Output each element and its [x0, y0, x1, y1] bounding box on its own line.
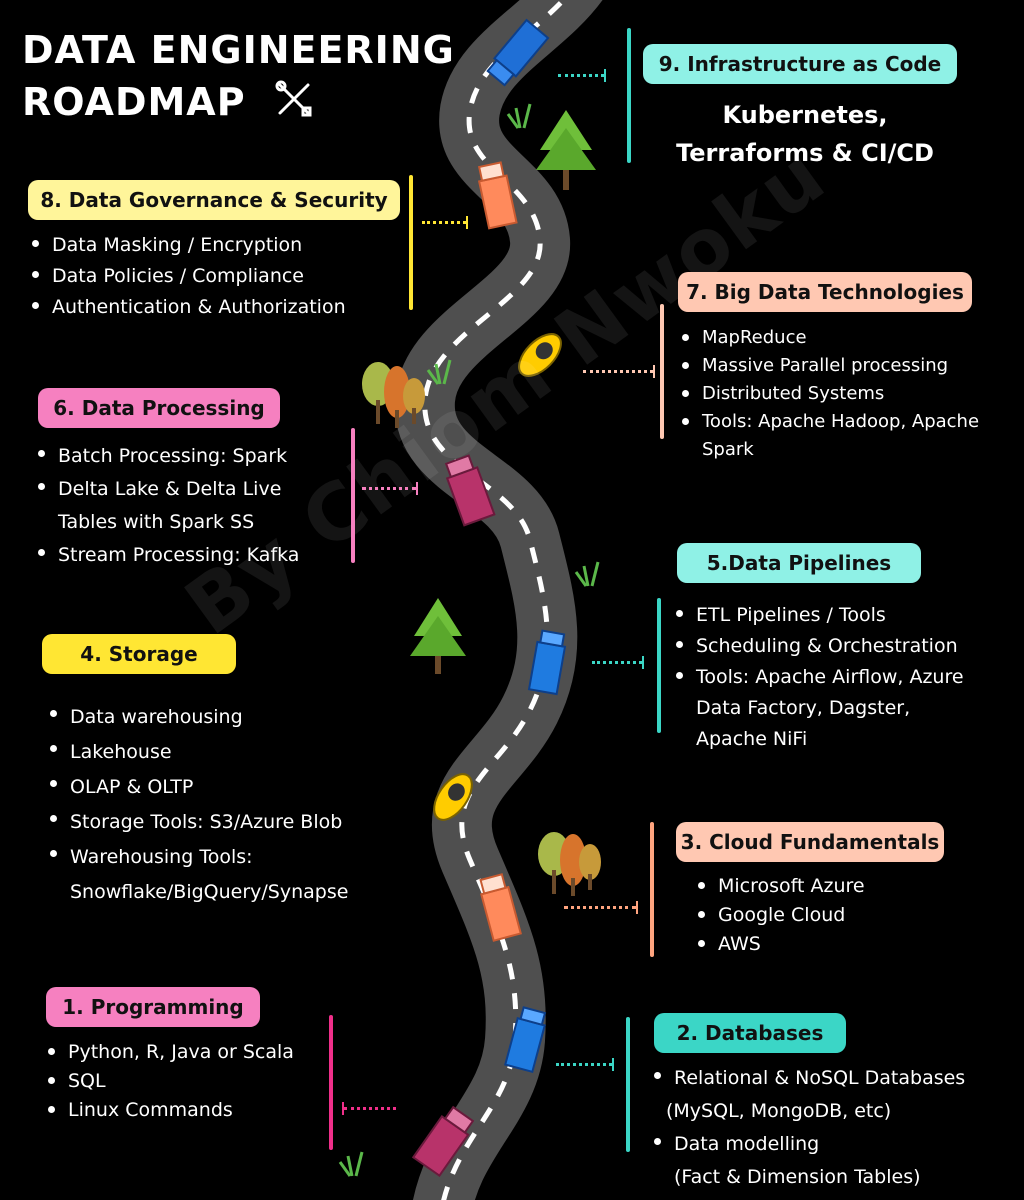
grass-icon-4: [338, 1151, 364, 1177]
list-item: Storage Tools: S3/Azure Blob: [46, 805, 416, 840]
step-3-label: 3. Cloud Fundamentals: [676, 822, 944, 862]
step-3-bar: [650, 822, 654, 957]
step-1-label: 1. Programming: [46, 987, 260, 1027]
list-item: AWS: [694, 930, 994, 959]
step-7-label: 7. Big Data Technologies: [678, 272, 972, 312]
step-5-bar: [657, 598, 661, 733]
step-7-bar: [660, 304, 664, 439]
list-item: Data Factory, Dagster,: [696, 697, 911, 719]
truck-magenta-bottom: [411, 1105, 475, 1178]
list-item: Authentication & Authorization: [28, 292, 408, 323]
list-item: Data Masking / Encryption: [28, 230, 408, 261]
step-2-label: 2. Databases: [654, 1013, 846, 1053]
list-item: Apache NiFi: [696, 728, 808, 750]
step-4-label: 4. Storage: [42, 634, 236, 674]
list-item: Google Cloud: [694, 901, 994, 930]
step-6-label: 6. Data Processing: [38, 388, 280, 428]
step-9-bar: [627, 28, 631, 163]
step-5-connector: [592, 656, 644, 669]
step-9-subtitle: Kubernetes, Terraforms & CI/CD: [676, 101, 934, 167]
list-item: Warehousing Tools:: [46, 840, 416, 875]
list-item: Tables with Spark SS: [58, 511, 255, 533]
truck-blue-mid: [527, 629, 567, 696]
list-item: Tools: Apache Hadoop, Apache: [678, 408, 1018, 436]
grass-icon-3: [574, 561, 600, 587]
list-item: Relational & NoSQL Databases: [650, 1062, 1020, 1095]
step-8-bar: [409, 175, 413, 310]
step-2-bar: [626, 1017, 630, 1152]
truck-orange-top: [477, 161, 518, 230]
title-line-2: ROADMAP: [22, 80, 246, 124]
grass-icon-1: [506, 103, 532, 129]
list-item: Spark: [702, 439, 754, 460]
step-1-bar: [329, 1015, 333, 1150]
autumn-trees-icon-bottom: [538, 832, 601, 896]
step-6-list: Batch Processing: Spark Delta Lake & Del…: [34, 440, 334, 572]
step-2-list: Relational & NoSQL Databases (MySQL, Mon…: [650, 1062, 1020, 1194]
pine-tree-icon-mid: [410, 598, 466, 674]
car-yellow-top: [518, 333, 562, 377]
car-yellow-mid: [433, 773, 473, 821]
title-line-1: DATA ENGINEERING: [22, 28, 455, 72]
step-6-connector: [362, 482, 418, 495]
truck-blue-bottom: [504, 1006, 547, 1074]
pine-tree-icon-top: [536, 110, 596, 190]
truck-blue-top: [486, 18, 550, 87]
list-item: Delta Lake & Delta Live: [34, 473, 334, 506]
list-item: Data warehousing: [46, 700, 416, 735]
list-item: Python, R, Java or Scala: [44, 1038, 334, 1067]
list-item: OLAP & OLTP: [46, 770, 416, 805]
truck-magenta-mid: [444, 454, 496, 527]
list-item: Massive Parallel processing: [678, 352, 1018, 380]
step-8-label: 8. Data Governance & Security: [28, 180, 400, 220]
list-item: Distributed Systems: [678, 380, 1018, 408]
step-3-list: Microsoft Azure Google Cloud AWS: [694, 872, 994, 959]
list-item: Data modelling: [650, 1128, 1020, 1161]
list-item: Scheduling & Orchestration: [672, 631, 1022, 662]
step-7-connector: [583, 365, 655, 378]
list-item: Microsoft Azure: [694, 872, 994, 901]
step-2-connector: [556, 1058, 614, 1071]
list-item: Data Policies / Compliance: [28, 261, 408, 292]
list-item: SQL: [44, 1067, 334, 1096]
list-item: (MySQL, MongoDB, etc): [666, 1100, 892, 1122]
list-item: Batch Processing: Spark: [34, 440, 334, 473]
step-3-connector: [564, 901, 638, 914]
step-8-list: Data Masking / Encryption Data Policies …: [28, 230, 408, 323]
list-item: Lakehouse: [46, 735, 416, 770]
step-6-bar: [351, 428, 355, 563]
grass-icon-2: [426, 359, 452, 385]
step-1-list: Python, R, Java or Scala SQL Linux Comma…: [44, 1038, 334, 1125]
step-9-connector: [558, 69, 606, 82]
step-1-connector: [342, 1102, 396, 1115]
page-title: DATA ENGINEERING ROADMAP: [22, 24, 455, 132]
step-5-label: 5.Data Pipelines: [677, 543, 921, 583]
list-item: MapReduce: [678, 324, 1018, 352]
step-8-connector: [422, 216, 468, 229]
wrench-screwdriver-icon: [274, 79, 314, 132]
truck-orange-bottom: [479, 873, 522, 942]
list-item: Tools: Apache Airflow, Azure: [672, 662, 1022, 693]
step-7-list: MapReduce Massive Parallel processing Di…: [678, 324, 1018, 464]
road: [394, 0, 603, 1200]
list-item: ETL Pipelines / Tools: [672, 600, 1022, 631]
step-4-list: Data warehousing Lakehouse OLAP & OLTP S…: [46, 700, 416, 910]
list-item: (Fact & Dimension Tables): [674, 1166, 921, 1188]
list-item: Snowflake/BigQuery/Synapse: [70, 881, 349, 903]
step-5-list: ETL Pipelines / Tools Scheduling & Orche…: [672, 600, 1022, 755]
autumn-trees-icon-top: [362, 362, 425, 428]
list-item: Linux Commands: [44, 1096, 334, 1125]
step-9-label: 9. Infrastructure as Code: [643, 44, 957, 84]
list-item: Stream Processing: Kafka: [34, 539, 334, 572]
